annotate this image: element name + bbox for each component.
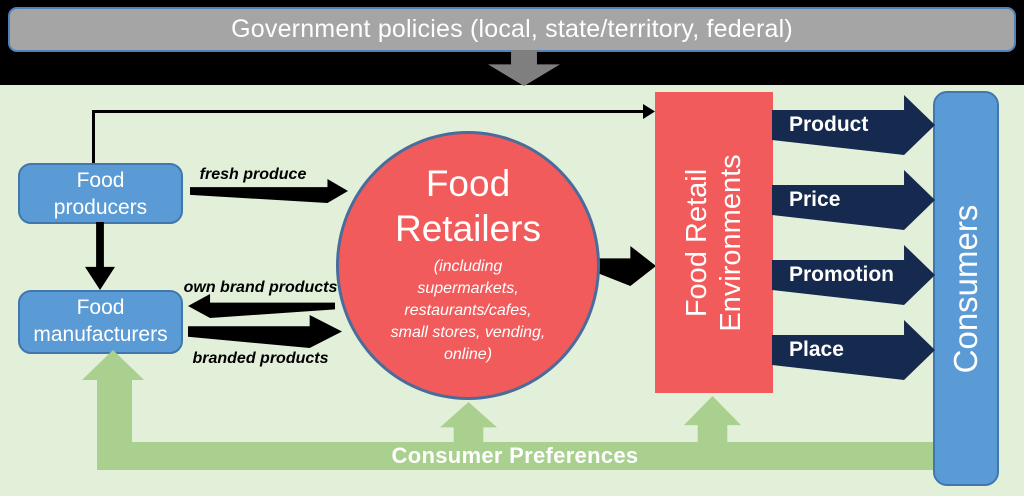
food-manufacturers-box: Food manufacturers <box>18 290 183 354</box>
consumers-label: Consumers <box>947 204 984 373</box>
food-retailers-circle: Food Retailers (including supermarkets, … <box>336 131 600 400</box>
price-label: Price <box>789 188 841 211</box>
consumers-box: Consumers <box>933 91 999 486</box>
fre-label-line2: Environments <box>715 153 747 332</box>
government-down-arrow-icon <box>488 50 560 86</box>
branded-products-label: branded products <box>192 350 329 367</box>
consumer-preferences-bar <box>97 442 933 470</box>
government-policies-bar: Government policies (local, state/territ… <box>8 7 1016 52</box>
preferences-arrow-to-manufacturers-shaft <box>97 378 132 448</box>
food-retailers-title-line1: Food <box>425 163 511 204</box>
producers-to-environments-line-vertical <box>92 110 95 163</box>
product-label: Product <box>789 113 869 136</box>
food-retail-environments-label: Food Retail Environments <box>680 154 748 331</box>
promotion-label: Promotion <box>789 263 894 286</box>
own-brand-products-label: own brand products <box>183 279 338 296</box>
consumer-preferences-label: Consumer Preferences <box>391 443 639 468</box>
food-retail-environments-box: Food Retail Environments <box>655 92 773 393</box>
fresh-produce-label: fresh produce <box>199 166 307 183</box>
producers-to-environments-line-horizontal <box>92 110 643 113</box>
fre-label-line1: Food Retail <box>681 168 713 317</box>
place-label: Place <box>789 338 844 361</box>
food-producers-box: Food producers <box>18 163 183 224</box>
food-retailers-subtitle: (including supermarkets, restaurants/caf… <box>390 258 546 363</box>
food-retailers-title-line2: Retailers <box>395 208 541 249</box>
